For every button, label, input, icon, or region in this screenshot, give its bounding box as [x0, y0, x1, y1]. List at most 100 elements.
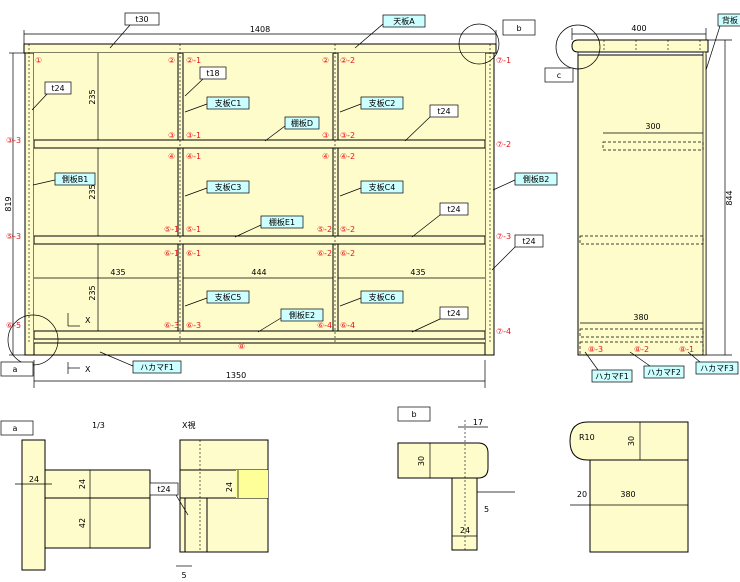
partition-c4	[332, 147, 339, 237]
hakama-f1	[33, 342, 486, 356]
marker-6-2: ⑥-2	[340, 249, 355, 258]
x-view-5: 5	[181, 571, 186, 580]
marker-6-2-left: ⑥-2	[317, 249, 332, 258]
side-hakama-f1: ハカマF1	[595, 372, 629, 381]
shelf-height-2: 235	[88, 184, 97, 199]
partition-c2	[332, 52, 339, 141]
detail-c: R10 30 20 380	[569, 421, 689, 553]
marker-3-1: ③-1	[186, 131, 201, 140]
marker-2-1: ②-1	[186, 56, 201, 65]
t24-shelf-e1: t24	[447, 205, 460, 214]
shelf-board-e1	[33, 235, 486, 245]
x-mark-upper: X	[85, 316, 91, 325]
marker-6-3: ⑥-3	[186, 321, 201, 330]
label-shitaita-c6: 支板C6	[369, 292, 396, 302]
side-hakama-f2: ハカマF2	[647, 368, 681, 377]
detail-scale: 1/3	[92, 421, 105, 430]
marker-7-4: ⑦-4	[496, 327, 511, 336]
label-hakama-f1: ハカマF1	[140, 363, 174, 372]
side-top-board	[571, 39, 709, 53]
side-panel	[577, 54, 707, 356]
detail-a-side	[21, 439, 46, 571]
marker-6-4: ⑥-4	[340, 321, 355, 330]
side-bottom-depth: 380	[633, 313, 648, 322]
bay-width-middle: 444	[251, 268, 266, 277]
top-a-box	[382, 14, 426, 28]
detail-c-circle	[555, 24, 601, 70]
detail-a-tag-bottom	[0, 420, 34, 436]
detail-b-tag-label: b	[411, 410, 416, 419]
side-shelf-depth: 300	[645, 122, 660, 131]
side-hakama-f3: ハカマF3	[700, 364, 734, 373]
label-sokuban-e2: 側板E2	[289, 310, 315, 320]
interior-panel	[34, 53, 485, 343]
marker-8-3: ⑧-3	[588, 345, 603, 354]
partition-c5	[177, 243, 184, 332]
shelf-height-1: 235	[88, 89, 97, 104]
marker-1: ①	[35, 56, 42, 65]
t18-label: t18	[206, 69, 219, 78]
height-dim: 819	[4, 196, 13, 211]
marker-3-3: ③-3	[6, 136, 21, 145]
detail-a-hakama	[44, 497, 151, 549]
marker-3-right: ③	[322, 131, 329, 140]
x-view-title: X視	[182, 421, 195, 430]
side-depth-dim: 400	[631, 24, 646, 33]
marker-3-left: ③	[168, 131, 175, 140]
detail-a-label: a	[13, 365, 18, 374]
side-hakama	[579, 341, 704, 356]
marker-6-3-left: ⑥-3	[164, 321, 179, 330]
detail-c-top	[569, 421, 689, 461]
marker-4-left: ④	[168, 152, 175, 161]
marker-5-3: ⑤-3	[6, 232, 21, 241]
t30-box	[124, 12, 160, 26]
detail-a: a 1/3 24 24 42	[0, 420, 151, 571]
marker-6-4-left: ⑥-4	[317, 321, 332, 330]
side-shelf-3	[579, 328, 704, 338]
x-mark-lower: X	[85, 365, 91, 374]
detail-b-5: 5	[484, 505, 489, 514]
label-sokuban-b1: 側板B1	[62, 174, 89, 184]
detail-c-tag	[544, 67, 574, 83]
detail-b-side	[451, 477, 478, 551]
side-shelf-1	[602, 141, 704, 151]
front-view: 1408 t30 天板A b a 819 235 235 235 435	[0, 12, 558, 388]
marker-5-1: ⑤-1	[186, 225, 201, 234]
t24-shelf-d: t24	[437, 107, 450, 116]
detail-b-30: 30	[417, 456, 426, 466]
shelf-board-d	[33, 139, 486, 149]
marker-8-2: ⑧-2	[634, 345, 649, 354]
back-board-label: 背板	[722, 15, 738, 25]
label-sokuban-b2: 側板B2	[523, 174, 550, 184]
top-thickness-label: t30	[135, 15, 148, 24]
side-shelf-2	[579, 235, 704, 245]
t24-side-right: t24	[522, 237, 535, 246]
label-tanaita-e1: 棚板E1	[269, 217, 295, 227]
detail-b-tag-bottom	[397, 406, 431, 422]
marker-8: ⑧	[238, 342, 245, 351]
marker-7-3: ⑦-3	[496, 232, 511, 241]
detail-c-r10: R10	[579, 433, 595, 442]
marker-7-1: ⑦-1	[496, 56, 511, 65]
partition-c1	[177, 52, 184, 141]
side-board-b1	[24, 52, 35, 356]
detail-x-view: X視 t24 24 5	[149, 421, 269, 580]
detail-a-42: 42	[78, 518, 87, 528]
detail-a-24v: 24	[78, 479, 87, 489]
detail-b: b 17 30 5 24	[397, 406, 515, 551]
side-view: 背板 400 c 300 844 380 ⑧-3 ⑧-2 ⑧-1 ハカマF1 ハ…	[544, 13, 740, 383]
detail-c-20: 20	[577, 490, 587, 499]
marker-4-2: ④-2	[340, 152, 355, 161]
marker-4-1: ④-1	[186, 152, 201, 161]
marker-5-2-left: ⑤-2	[317, 225, 332, 234]
detail-c-30: 30	[627, 436, 636, 446]
partition-c3	[177, 147, 184, 237]
marker-6-5: ⑥-5	[6, 321, 21, 330]
marker-4-right: ④	[322, 152, 329, 161]
marker-5-1-left: ⑤-1	[164, 225, 179, 234]
detail-b-24: 24	[460, 526, 470, 535]
t24-shelf-e2: t24	[447, 309, 460, 318]
detail-b-circle	[458, 23, 500, 65]
top-board-a	[23, 43, 497, 54]
